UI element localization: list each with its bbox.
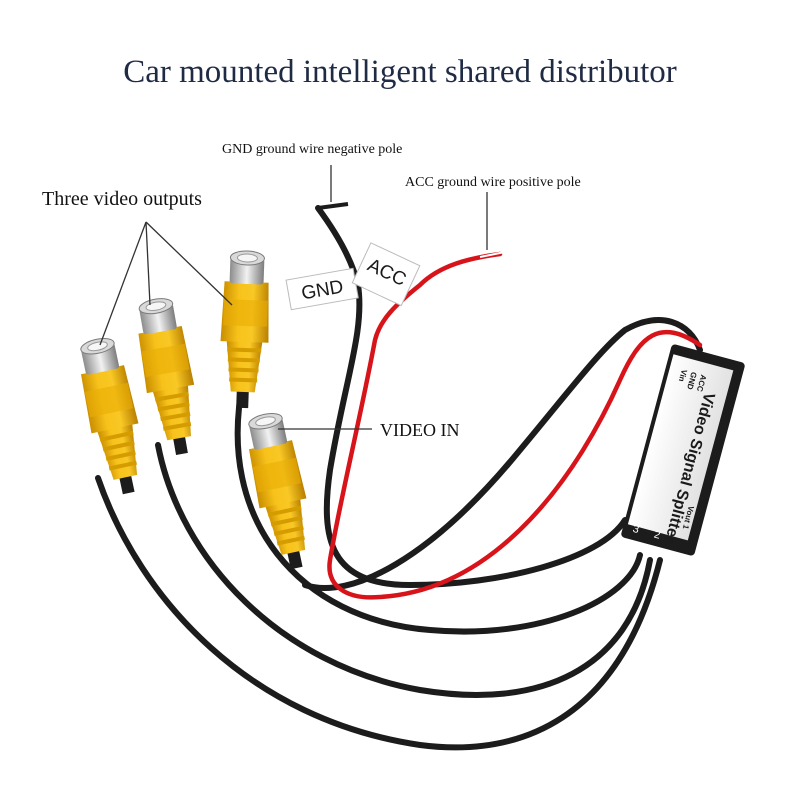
- acc-wire-label: ACC ground wire positive pole: [405, 175, 581, 190]
- rca-output-1: [72, 333, 153, 499]
- pin-label-acc: ACC: [695, 374, 708, 393]
- acc-wire-tip: [479, 251, 506, 258]
- three-outputs-label: Three video outputs: [42, 188, 202, 210]
- red-wire: [327, 251, 703, 600]
- rca-video-in: [240, 408, 321, 574]
- annotation-lines: [99, 165, 488, 430]
- gnd-wire-tip: [317, 202, 349, 210]
- pointer-output-2: [145, 221, 151, 306]
- acc-tag: ACC: [351, 242, 421, 307]
- video-in-label: VIDEO IN: [380, 420, 459, 440]
- cable-video-in: [302, 317, 703, 591]
- output-label-2: 2: [653, 529, 662, 542]
- splitter-box: Vin GND ACC Video Signal Splitter Vout 1…: [621, 344, 745, 556]
- cable-output-1: [95, 475, 663, 751]
- pointer-output-3: [145, 221, 233, 306]
- rca-output-2: [130, 294, 207, 459]
- output-label-3: 3: [631, 523, 640, 536]
- pin-label-vin: Vin: [677, 368, 689, 382]
- page-title: Car mounted intelligent shared distribut…: [123, 54, 677, 90]
- cable-output-2: [155, 442, 653, 698]
- gnd-wire-label: GND ground wire negative pole: [222, 142, 402, 157]
- gnd-tag: GND: [285, 267, 359, 311]
- cable-output-3: [234, 379, 643, 635]
- pointer-output-1: [99, 221, 147, 346]
- rca-output-3: [217, 249, 273, 410]
